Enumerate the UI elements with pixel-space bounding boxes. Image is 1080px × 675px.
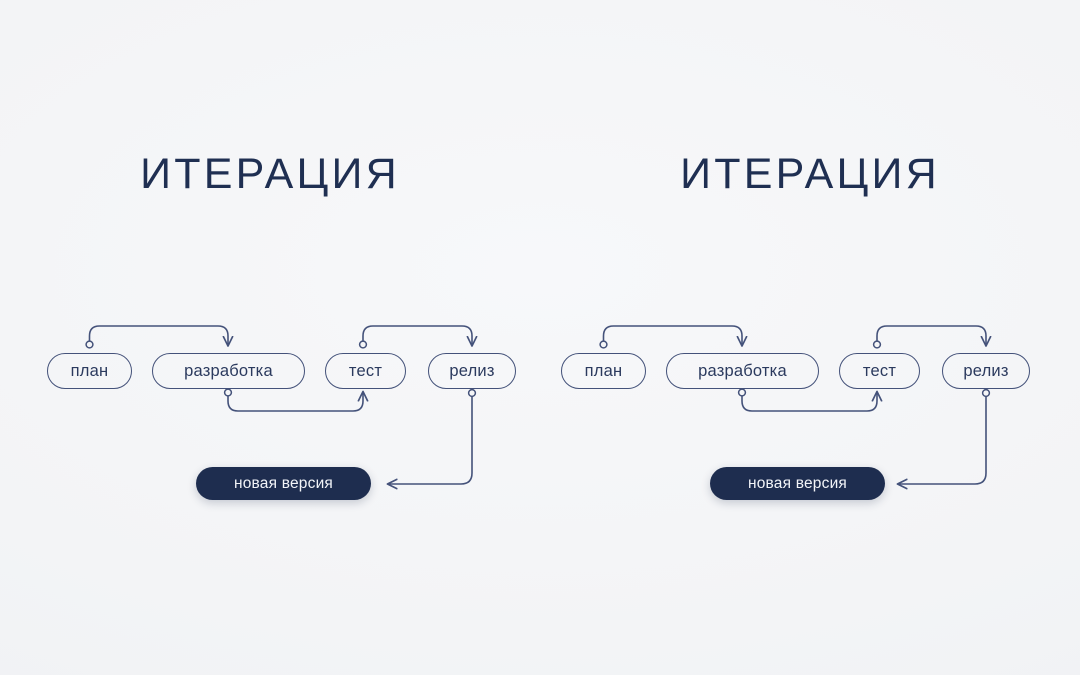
node-development-label: разработка bbox=[698, 361, 787, 380]
panel-title-left: ИТЕРАЦИЯ bbox=[140, 150, 400, 198]
node-test[interactable]: тест bbox=[839, 353, 920, 389]
node-release[interactable]: релиз bbox=[428, 353, 516, 389]
node-development[interactable]: разработка bbox=[152, 353, 305, 389]
connector-start-dot-release bbox=[467, 388, 477, 398]
node-development[interactable]: разработка bbox=[666, 353, 819, 389]
connector-release-to-new-version bbox=[898, 395, 987, 484]
connector-start-dot-plan bbox=[85, 340, 94, 349]
node-plan[interactable]: план bbox=[561, 353, 646, 389]
connector-start-dot-test bbox=[358, 340, 368, 349]
connector-test-to-release bbox=[362, 325, 472, 346]
connector-development-to-test bbox=[227, 392, 363, 412]
connector-start-dot-development bbox=[223, 388, 233, 397]
node-development-label: разработка bbox=[184, 361, 273, 380]
iteration-panel-left: ИТЕРАЦИЯ bbox=[47, 150, 540, 675]
connector-start-dot-development bbox=[737, 388, 747, 397]
node-test-label: тест bbox=[862, 361, 897, 380]
connector-release-to-new-version bbox=[388, 395, 473, 484]
node-plan-label: план bbox=[584, 361, 623, 380]
node-release-label: релиз bbox=[963, 361, 1009, 380]
badge-new-version-label: новая версия bbox=[747, 474, 848, 492]
connector-test-to-release bbox=[876, 325, 986, 346]
panel-title-right: ИТЕРАЦИЯ bbox=[680, 150, 940, 198]
badge-new-version-label: новая версия bbox=[233, 474, 334, 492]
badge-new-version[interactable]: новая версия bbox=[710, 467, 885, 500]
node-release[interactable]: релиз bbox=[942, 353, 1030, 389]
connector-plan-to-development bbox=[602, 325, 743, 346]
connector-development-to-test bbox=[741, 392, 877, 412]
node-plan-label: план bbox=[70, 361, 109, 380]
badge-new-version[interactable]: новая версия bbox=[196, 467, 371, 500]
node-release-label: релиз bbox=[449, 361, 495, 380]
connector-start-dot-plan bbox=[599, 340, 608, 349]
node-plan[interactable]: план bbox=[47, 353, 132, 389]
node-test-label: тест bbox=[348, 361, 383, 380]
node-test[interactable]: тест bbox=[325, 353, 406, 389]
flow-connectors-right bbox=[599, 325, 1080, 675]
connector-start-dot-test bbox=[872, 340, 882, 349]
iteration-panel-right: ИТЕРАЦИЯ план разработка bbox=[540, 0, 1080, 675]
flow-connectors-left bbox=[85, 325, 540, 675]
connector-plan-to-development bbox=[88, 325, 229, 346]
connector-start-dot-release bbox=[981, 388, 991, 398]
